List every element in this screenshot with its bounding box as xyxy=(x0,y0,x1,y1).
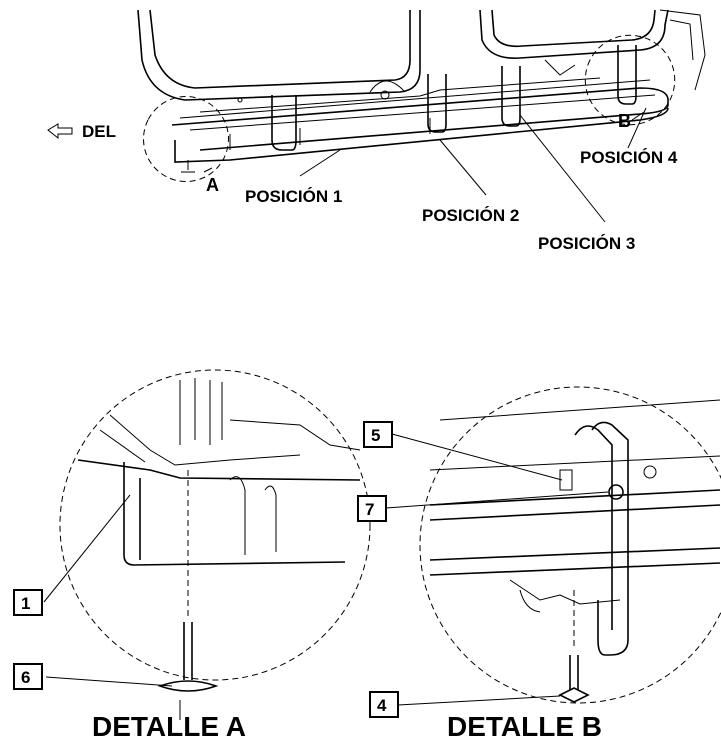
callout-1-label: 1 xyxy=(21,594,30,613)
callout-box-4 xyxy=(369,691,399,718)
position-4-label: POSICIÓN 4 xyxy=(580,148,678,167)
callout-box-5 xyxy=(363,421,393,448)
position-2-label: POSICIÓN 2 xyxy=(422,206,519,225)
callout-4-label: 4 xyxy=(377,696,387,715)
detail-b-title: DETALLE B xyxy=(447,711,602,740)
callout-6-label: 6 xyxy=(21,668,30,687)
position-1-label: POSICIÓN 1 xyxy=(245,187,342,206)
callout-box-7 xyxy=(357,495,387,522)
callout-box-1 xyxy=(13,589,43,616)
callout-b: B xyxy=(618,111,631,131)
callout-7-label: 7 xyxy=(365,500,374,519)
direction-arrow: DEL xyxy=(47,122,116,141)
callout-5-label: 5 xyxy=(371,426,380,445)
position-3-label: POSICIÓN 3 xyxy=(538,234,635,253)
callout-box-6 xyxy=(13,663,43,690)
left-arrow-icon xyxy=(47,123,73,140)
detail-a-drawing xyxy=(43,369,371,720)
callout-a: A xyxy=(206,175,219,195)
detail-b-drawing xyxy=(385,386,721,706)
direction-label: DEL xyxy=(82,122,116,141)
overview-drawing xyxy=(137,9,706,223)
detail-a-title: DETALLE A xyxy=(92,711,246,740)
